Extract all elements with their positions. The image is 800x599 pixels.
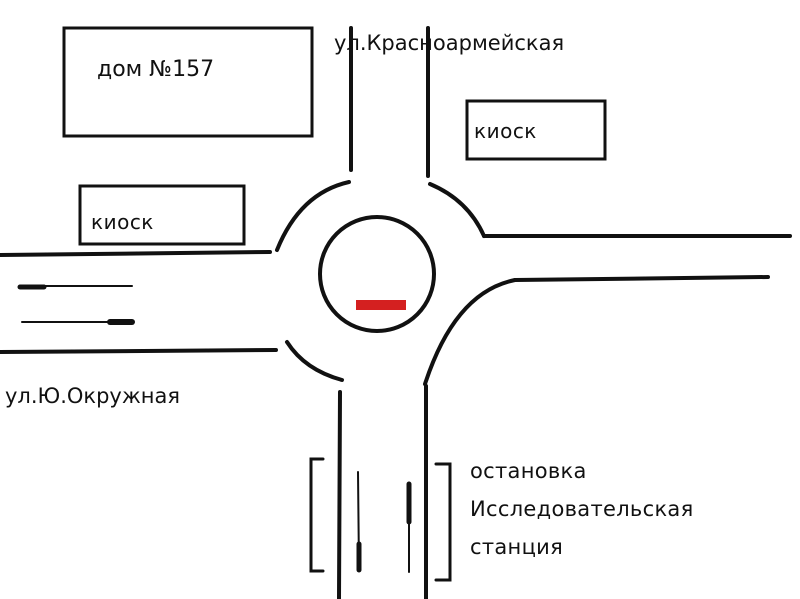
bus-stop-bracket-right bbox=[434, 462, 452, 582]
house-number-label: дом №157 bbox=[97, 57, 215, 82]
kiosk-left-label: киоск bbox=[91, 210, 154, 234]
bus-stop-label-line-3: станция bbox=[470, 535, 564, 559]
roundabout-corner-ne bbox=[428, 182, 486, 238]
west-road-top-edge bbox=[0, 250, 272, 257]
east-road-bottom-edge bbox=[513, 275, 770, 282]
central-roundabout-island bbox=[318, 215, 436, 333]
west-road-bottom-edge bbox=[0, 348, 278, 354]
roundabout-corner-sw bbox=[285, 340, 344, 382]
street-name-krasnoarmeyskaya: ул.Красноармейская bbox=[334, 31, 565, 55]
kiosk-right-building bbox=[465, 99, 607, 161]
location-marker bbox=[356, 300, 406, 310]
roundabout-corner-se bbox=[423, 278, 517, 386]
street-name-yu-okruzhnaya: ул.Ю.Окружная bbox=[5, 384, 180, 408]
bus-stop-bracket-left bbox=[309, 457, 325, 573]
south-road-left-edge bbox=[337, 390, 342, 599]
roundabout-corner-nw bbox=[275, 180, 351, 252]
kiosk-right-label: киоск bbox=[474, 119, 537, 143]
bus-stop-label-line-1: остановка bbox=[470, 459, 587, 483]
bus-stop-label-line-2: Исследовательская bbox=[470, 497, 694, 521]
house-157-building bbox=[62, 26, 314, 138]
kiosk-left-building bbox=[78, 184, 246, 246]
